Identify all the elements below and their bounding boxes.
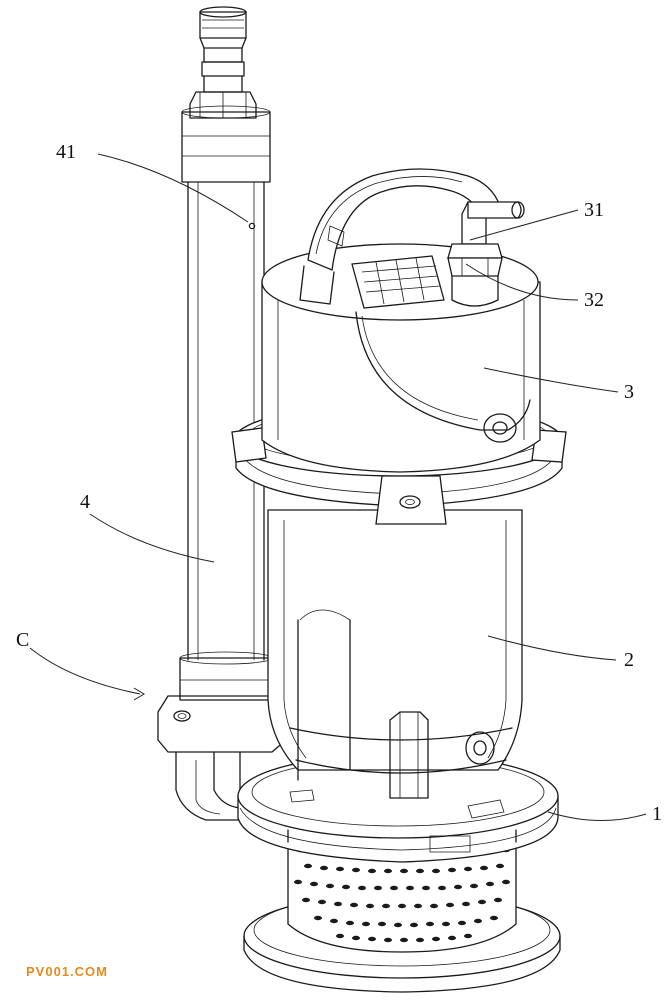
label-2: 2 xyxy=(624,649,634,671)
float-switch-assembly xyxy=(447,201,525,307)
leader-lines xyxy=(29,153,647,822)
motor-housing xyxy=(267,509,523,799)
watermark-text: PV001.COM xyxy=(26,964,108,979)
reference-labels: 41 31 32 3 4 2 C 1 xyxy=(16,141,662,825)
label-32: 32 xyxy=(584,289,604,311)
label-1: 1 xyxy=(652,803,662,825)
outlet-pipe xyxy=(179,6,273,701)
label-3: 3 xyxy=(624,381,634,403)
label-4: 4 xyxy=(80,491,90,513)
label-c: C xyxy=(16,629,29,651)
label-31: 31 xyxy=(584,199,604,221)
label-41: 41 xyxy=(56,141,76,163)
carry-handle xyxy=(299,168,501,305)
base-and-strainer xyxy=(237,753,561,993)
